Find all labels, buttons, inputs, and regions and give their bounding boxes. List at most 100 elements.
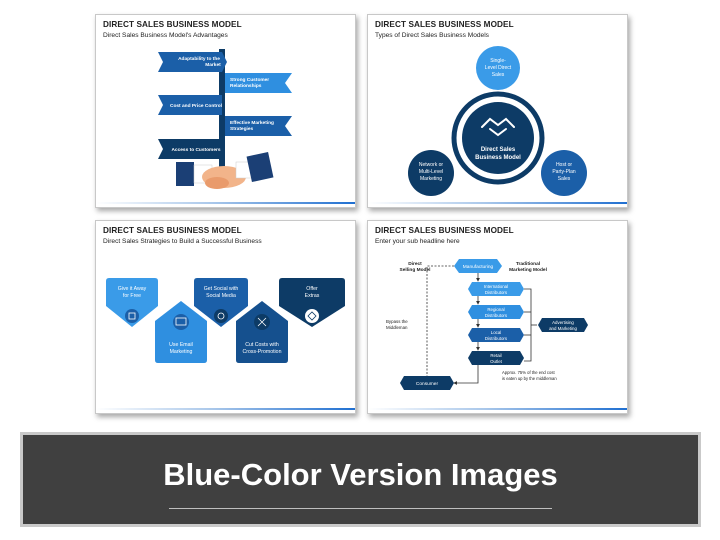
slide-footer-bar [368,408,627,410]
social-icon [214,309,228,323]
svg-text:Consumer: Consumer [416,381,439,387]
slide-thumbnail-types[interactable]: DIRECT SALES BUSINESS MODEL Types of Dir… [367,14,628,208]
strategy-extras: Offer Extras [279,278,345,327]
middleman-note: Approx. 75% of the end cost [502,370,555,375]
slide-title: DIRECT SALES BUSINESS MODEL [103,20,242,29]
svg-text:is eaten up by the middleman: is eaten up by the middleman [502,376,557,381]
svg-text:Social Media: Social Media [206,293,236,299]
flag-label-line2: Relationships [230,83,262,89]
direct-model-label: Direct [408,261,422,267]
node-single-level: Single- Level Direct Sales [476,46,520,90]
flag-label-line1: Effective Marketing [230,120,274,126]
svg-text:Multi-Level: Multi-Level [419,169,443,175]
slide-thumbnail-flowchart[interactable]: DIRECT SALES BUSINESS MODEL Enter your s… [367,220,628,414]
slide-subtitle: Direct Sales Strategies to Build a Succe… [103,238,262,245]
flag-cost-price: Cost and Price Control [158,95,222,115]
svg-text:Marketing Model: Marketing Model [509,267,547,273]
svg-text:Sales: Sales [558,176,571,182]
flag-adaptability: Adaptability to the Market [158,52,227,72]
svg-text:Host or: Host or [556,162,572,168]
slide-subtitle: Direct Sales Business Model's Advantages [103,32,228,39]
handshake-illustration [176,151,274,189]
version-banner: Blue-Color Version Images [20,432,701,527]
email-icon [173,314,189,330]
node-network-marketing: Network or Multi-Level Marketing [408,150,454,196]
handshake-icon [481,117,515,137]
slide-footer-bar [368,202,627,204]
flowchart-diagram: Direct Selling Model Traditional Marketi… [386,259,588,390]
flag-label-line2: Strategies [230,126,254,132]
svg-text:Level Direct: Level Direct [485,65,512,71]
strategy-email: Use Email Marketing [155,301,207,363]
flag-label: Cost and Price Control [170,103,222,109]
svg-text:Marketing: Marketing [170,349,193,355]
svg-text:Advertising: Advertising [552,320,574,325]
slide-title: DIRECT SALES BUSINESS MODEL [103,226,242,235]
center-label-line2: Business Model [475,155,521,161]
svg-text:Cut Costs with: Cut Costs with [245,342,279,348]
slide-footer-bar [96,202,355,204]
manufacturing-node: Manufacturing [454,259,502,273]
flag-label-line2: Market [205,62,221,68]
node-party-plan: Host or Party-Plan Sales [541,150,587,196]
svg-text:Party-Plan: Party-Plan [552,169,576,175]
svg-text:Offer: Offer [306,286,318,292]
svg-text:Manufacturing: Manufacturing [463,264,494,270]
svg-text:Single-: Single- [490,58,506,64]
slide-thumbnail-advantages[interactable]: DIRECT SALES BUSINESS MODEL Direct Sales… [95,14,356,208]
svg-text:and Marketing: and Marketing [549,326,577,331]
svg-text:Give it Away: Give it Away [118,286,147,292]
svg-text:Network or: Network or [419,162,444,168]
slide-thumbnail-strategies[interactable]: DIRECT SALES BUSINESS MODEL Direct Sales… [95,220,356,414]
svg-text:Sales: Sales [492,72,505,78]
svg-text:Retail: Retail [490,353,501,358]
traditional-model-label: Traditional [516,261,540,267]
svg-text:Cross-Promotion: Cross-Promotion [243,349,282,355]
bypass-dashed-line [426,265,454,383]
flag-label-line1: Adaptability to the [178,56,220,62]
consumer-node: Consumer [400,376,454,390]
svg-text:for Free: for Free [123,293,141,299]
slide-subtitle: Enter your sub headline here [375,238,460,245]
local-distributors-node: Local Distributors [468,328,524,342]
svg-text:Selling Model: Selling Model [400,267,431,273]
svg-text:Regional: Regional [487,307,504,312]
svg-text:Outlet: Outlet [490,359,502,364]
slide-title: DIRECT SALES BUSINESS MODEL [375,20,514,29]
svg-text:Use Email: Use Email [169,342,193,348]
slide-title: DIRECT SALES BUSINESS MODEL [375,226,514,235]
strategy-cut-costs: Cut Costs with Cross-Promotion [236,301,288,363]
svg-text:Middleman: Middleman [386,325,408,330]
flag-relationships: Strong Customer Relationships [225,73,292,93]
svg-text:Distributors: Distributors [485,313,508,318]
banner-title: Blue-Color Version Images [163,457,558,492]
strategies-graphic: Give it Away for Free Use Email Marketin… [106,278,345,363]
svg-text:Marketing: Marketing [420,176,442,182]
strategy-social: Get Social with Social Media [194,278,248,327]
types-diagram: Direct Sales Business Model Single- Leve… [408,46,587,196]
center-label-line1: Direct Sales [481,147,516,153]
regional-distributors-node: Regional Distributors [468,305,524,319]
slide-subtitle: Types of Direct Sales Business Models [375,32,489,39]
tag-icon [305,309,319,323]
svg-text:International: International [484,284,508,289]
svg-text:Extras: Extras [305,293,320,299]
svg-text:Distributors: Distributors [485,336,508,341]
retail-outlet-node: Retail Outlet [468,351,524,365]
signpost-graphic: Adaptability to the Market Strong Custom… [158,49,292,189]
svg-text:Get Social with: Get Social with [204,286,239,292]
slide-footer-bar [96,408,355,410]
advertising-marketing-node: Advertising and Marketing [538,318,588,332]
flag-label-line1: Strong Customer [230,77,269,83]
outer-ring [451,91,545,185]
international-distributors-node: International Distributors [468,282,524,296]
flag-label: Access to Customers [171,147,220,153]
bypass-label: Bypass the [386,319,408,324]
center-circle [462,102,534,174]
flag-marketing: Effective Marketing Strategies [225,116,292,136]
banner-underline [169,508,552,509]
gift-icon [125,309,139,323]
svg-text:Local: Local [491,330,502,335]
svg-text:Distributors: Distributors [485,290,508,295]
flag-access: Access to Customers [158,139,222,159]
